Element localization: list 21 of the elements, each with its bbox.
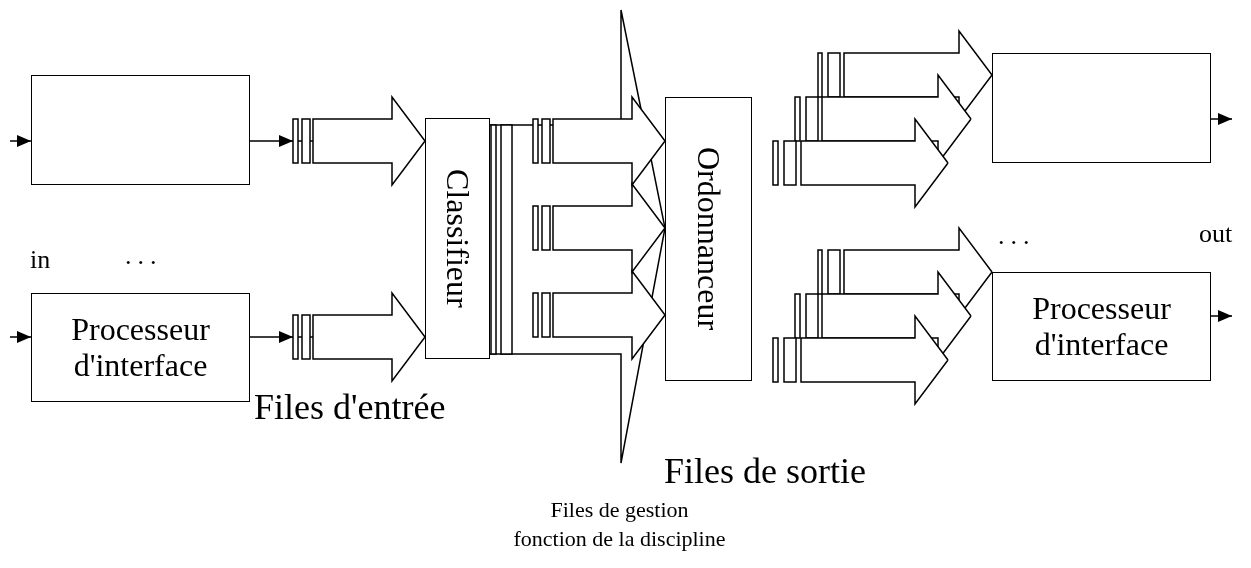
box-label: Ordonnanceur — [692, 147, 725, 331]
box-label: Processeur d'interface — [70, 311, 211, 384]
text-label: Files de gestion fonction de la discipline — [512, 496, 727, 553]
box-label: Classifieur — [441, 169, 474, 308]
empty-box — [31, 75, 250, 185]
box-label: Processeur d'interface — [1031, 290, 1172, 363]
process-box — [31, 293, 250, 402]
text-label: Files d'entrée — [254, 386, 446, 429]
text-label: ... — [125, 240, 163, 272]
empty-box — [992, 53, 1211, 163]
process-box — [992, 272, 1211, 381]
process-box — [665, 97, 752, 381]
text-label: Files de sortie — [664, 450, 866, 493]
arrow — [9, 135, 32, 147]
text-label: ... — [998, 220, 1036, 252]
arrow — [1210, 310, 1233, 322]
text-label: in — [30, 244, 51, 276]
arrow — [1210, 113, 1233, 125]
process-box — [425, 118, 490, 359]
text-label: out — [1199, 218, 1233, 250]
arrow — [9, 331, 32, 343]
